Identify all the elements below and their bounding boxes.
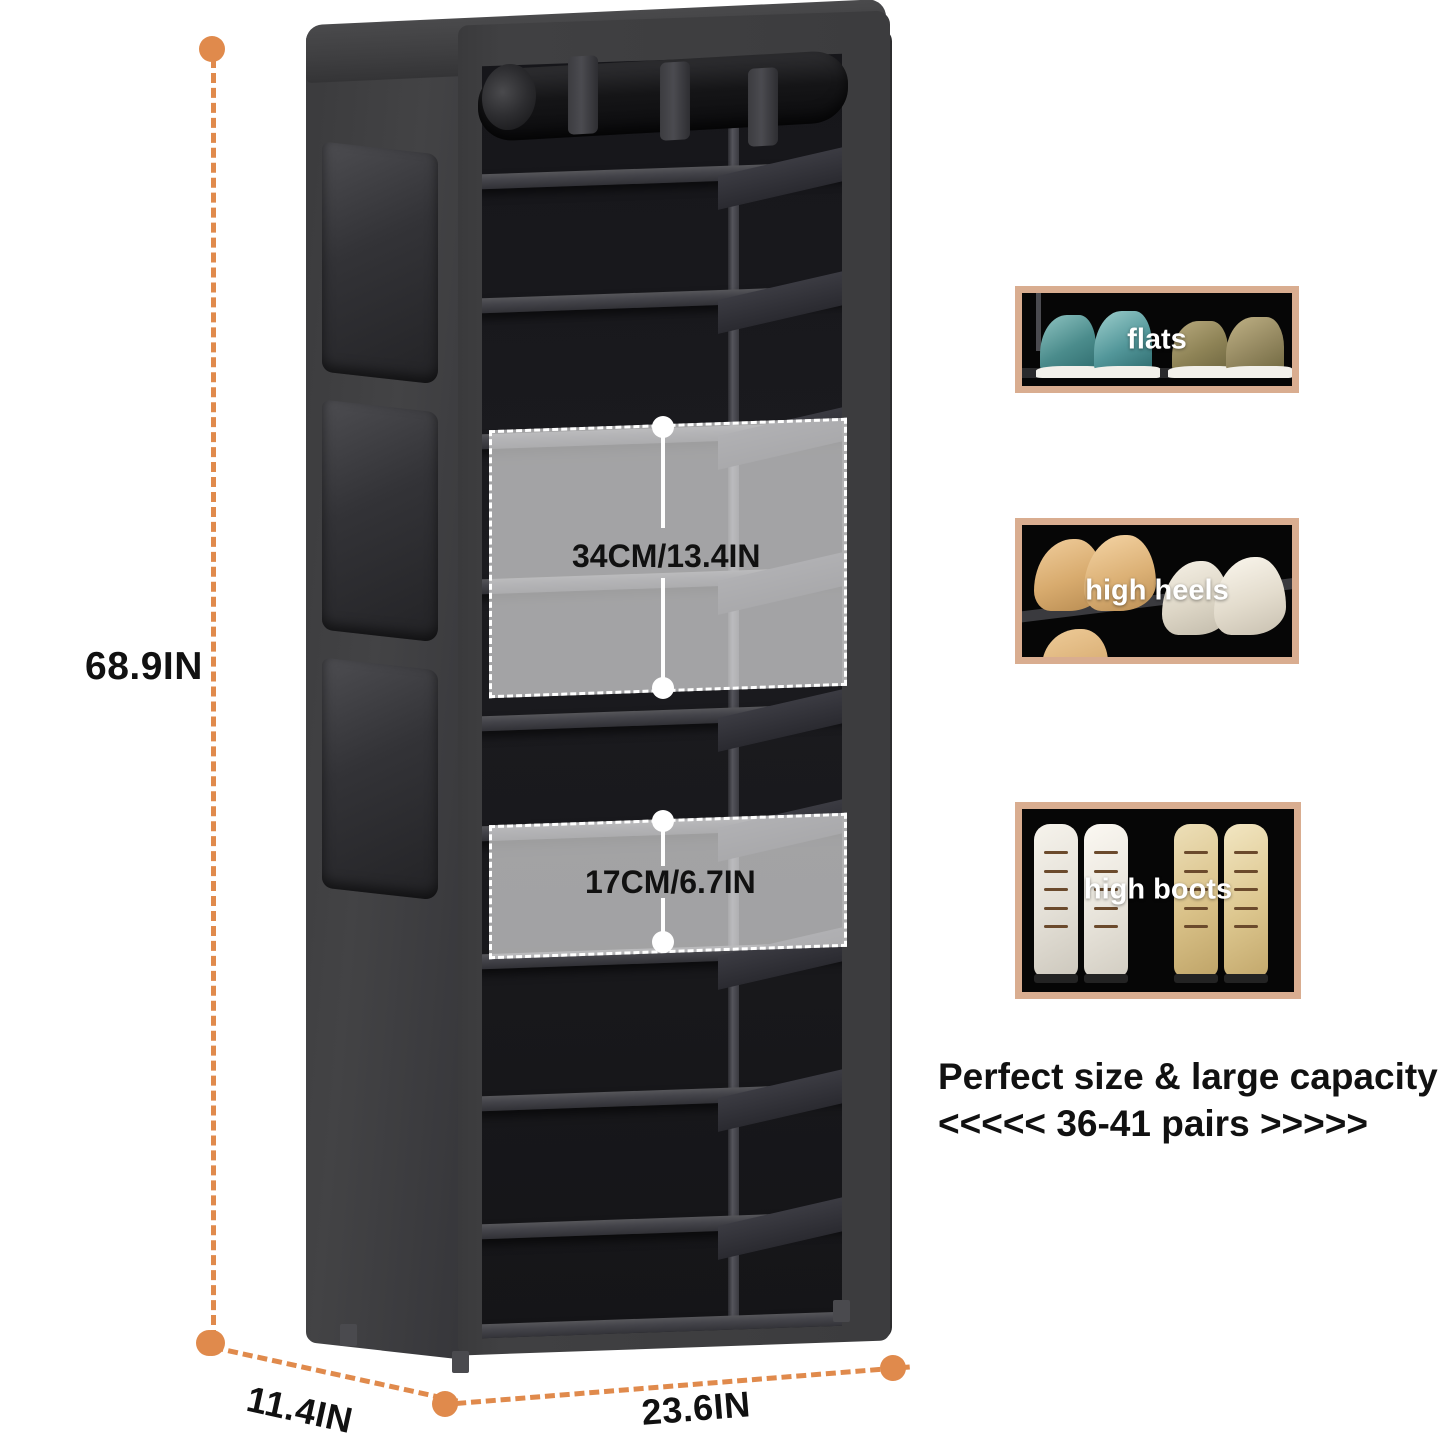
rack-center-post: [728, 57, 739, 1330]
boot-lace: [1094, 851, 1118, 855]
sneaker-shape: [1226, 316, 1284, 373]
shelf-measurement-short-top-dot: [652, 810, 674, 832]
velcro-strap: [660, 61, 690, 141]
boot-lace: [1094, 869, 1118, 873]
boot-lace: [1184, 906, 1208, 910]
shelf-measurement-short-label: 17CM/6.7IN: [585, 864, 756, 900]
shelf-measurement-short-bottom-line: [661, 898, 665, 940]
boot-lace: [1094, 906, 1118, 910]
depth-dimension-label: 11.4IN: [243, 1378, 357, 1442]
sneaker-sole: [1222, 365, 1292, 378]
sneaker-sole: [1036, 365, 1102, 378]
boot-sole: [1174, 973, 1218, 983]
usage-card-flats-label: flats: [1127, 323, 1187, 355]
usage-card-high-heels-label: high heels: [1085, 574, 1229, 607]
boot-lace: [1044, 869, 1068, 873]
footprint-corner-dot: [432, 1391, 458, 1417]
boot-lace: [1234, 869, 1258, 873]
boot-lace: [1044, 925, 1068, 929]
rack-foot: [340, 1324, 357, 1346]
usage-card-high-boots: high boots: [1015, 802, 1301, 999]
boot-lace: [1184, 888, 1208, 892]
width-dimension-end-dot: [880, 1355, 906, 1381]
depth-dimension-start-dot: [196, 1330, 222, 1356]
side-storage-pocket: [322, 141, 438, 385]
boot-lace: [1234, 851, 1258, 855]
height-dimension-label: 68.9IN: [85, 645, 203, 688]
rack-foot: [452, 1351, 469, 1373]
sneaker-shape: [1172, 320, 1228, 373]
shelf-measurement-short-bottom-dot: [652, 931, 674, 953]
shelf-measurement-tall-bottom-dot: [652, 677, 674, 699]
boot-lace: [1044, 851, 1068, 855]
velcro-strap: [748, 67, 778, 147]
shelf-measurement-tall-top-dot: [652, 416, 674, 438]
shoe-rack-illustration: [300, 0, 900, 1373]
capacity-headline: Perfect size & large capacity: [938, 1056, 1438, 1097]
boot-sole: [1034, 973, 1078, 983]
card-vertical-post: [1036, 293, 1041, 351]
shelf-measurement-tall-label: 34CM/13.4IN: [572, 538, 761, 574]
boot-lace: [1184, 869, 1208, 873]
shelf-measurement-tall-bottom-line: [661, 578, 665, 684]
velcro-strap: [568, 55, 598, 135]
usage-card-high-heels: high heels: [1015, 518, 1299, 664]
boot-lace: [1094, 925, 1118, 929]
boot-lace: [1044, 906, 1068, 910]
boot-shape: [1034, 823, 1078, 978]
boot-lace: [1094, 888, 1118, 892]
capacity-subline: <<<<< 36-41 pairs >>>>>: [938, 1103, 1368, 1144]
boot-lace: [1184, 925, 1208, 929]
sneaker-sole: [1090, 365, 1160, 378]
sneaker-shape: [1094, 310, 1152, 373]
shelf-measurement-tall-top-line: [661, 432, 665, 528]
side-storage-pocket: [322, 399, 438, 643]
boot-shape: [1224, 823, 1268, 978]
width-dimension-label: 23.6IN: [640, 1383, 753, 1433]
boot-lace: [1234, 925, 1258, 929]
boot-lace: [1184, 851, 1208, 855]
sneaker-sole: [1168, 365, 1234, 378]
usage-card-flats: flats: [1015, 286, 1299, 393]
heel-shoe-shape: [1042, 629, 1108, 657]
height-dimension-top-dot: [199, 36, 225, 62]
boot-sole: [1084, 973, 1128, 983]
boot-lace: [1234, 888, 1258, 892]
boot-lace: [1044, 888, 1068, 892]
sneaker-shape: [1040, 314, 1096, 373]
shelf-measurement-short-top-line: [661, 826, 665, 866]
boot-sole: [1224, 973, 1268, 983]
boot-lace: [1234, 906, 1258, 910]
rack-foot: [833, 1300, 850, 1322]
boot-shape: [1084, 823, 1128, 978]
height-dimension-dashed-line: [211, 58, 216, 1340]
usage-card-high-boots-label: high boots: [1083, 873, 1233, 906]
boot-shape: [1174, 823, 1218, 978]
side-storage-pocket: [322, 657, 438, 901]
